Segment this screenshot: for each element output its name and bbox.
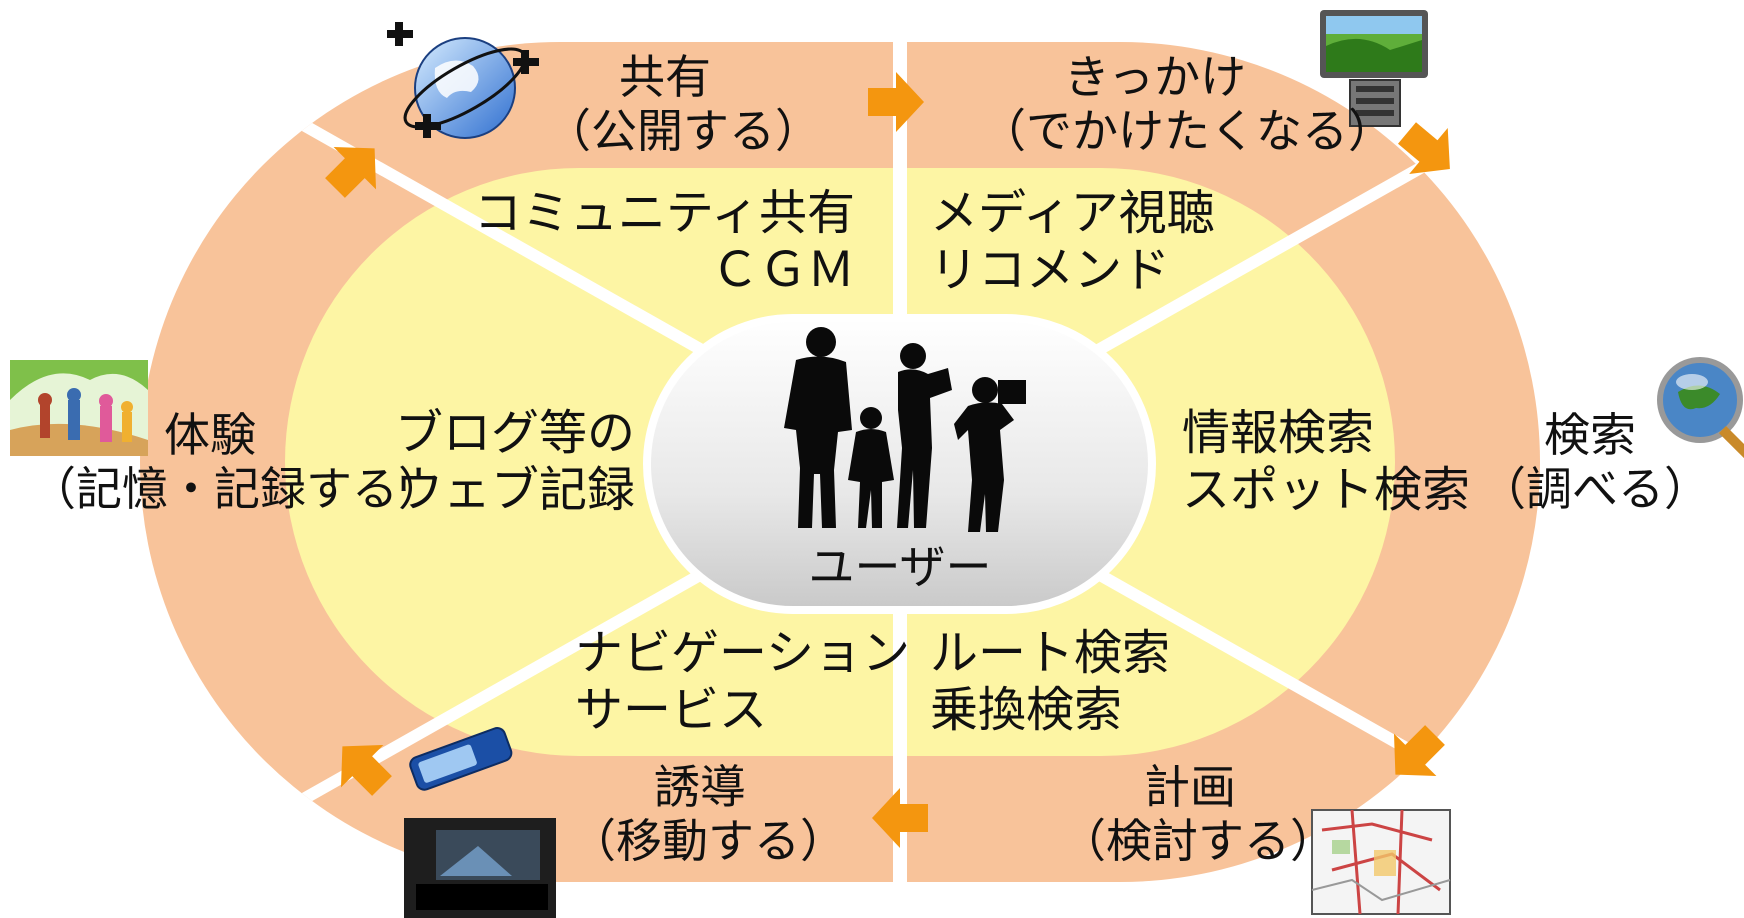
globe-satellite-icon	[387, 22, 539, 139]
travelers-illustration-icon	[10, 360, 148, 456]
service-blog-line2: ウェブ記録	[395, 461, 636, 518]
service-community: コミュニティ共有 ＣＧＭ	[470, 185, 855, 298]
service-info-search-line2: スポット検索	[1182, 461, 1471, 518]
service-media-line2: リコメンド	[930, 241, 1171, 298]
family-silhouette-icon	[784, 327, 1026, 532]
service-community-line2: ＣＧＭ	[710, 241, 855, 298]
tv-monitor-icon	[1320, 10, 1428, 127]
stage-experience: 体験 （記憶・記録する）	[30, 408, 444, 517]
arrow-search-to-plan	[1393, 725, 1445, 777]
arrow-share-to-trigger	[868, 72, 924, 132]
stage-trigger-title: きっかけ	[1063, 50, 1247, 104]
map-icon	[1311, 809, 1451, 915]
phone-navigation-icon	[404, 727, 556, 918]
service-community-line1: コミュニティ共有	[473, 185, 855, 241]
stage-guide-title: 誘導	[654, 760, 746, 814]
service-navigation-line1: ナビゲーション	[575, 625, 911, 681]
stage-search: 検索 （調べる）	[1480, 408, 1710, 517]
arrow-guide-to-experience	[340, 744, 392, 796]
arrow-trigger-to-search	[1398, 122, 1450, 174]
service-blog-line1: ブログ等の	[395, 405, 636, 461]
stage-trigger: きっかけ （でかけたくなる）	[980, 50, 1394, 159]
flow-arrows	[325, 72, 1450, 848]
service-route-search-line2: 乗換検索	[930, 681, 1123, 738]
arrow-experience-to-share	[325, 146, 377, 198]
service-navigation: ナビゲーション サービス	[575, 625, 911, 738]
stage-trigger-sub: （でかけたくなる）	[980, 104, 1394, 159]
stage-search-sub: （調べる）	[1480, 462, 1710, 517]
service-media-line1: メディア視聴	[930, 185, 1215, 241]
stage-share-sub: （公開する）	[545, 104, 821, 159]
stage-experience-title: 体験	[164, 408, 256, 462]
stage-search-title: 検索	[1544, 408, 1636, 462]
stage-share-title: 共有	[619, 50, 711, 104]
service-media: メディア視聴 リコメンド	[930, 185, 1290, 298]
stage-plan-sub: （検討する）	[1060, 814, 1336, 869]
service-route-search: ルート検索 乗換検索	[930, 625, 1230, 738]
service-info-search: 情報検索 スポット検索	[1182, 405, 1482, 518]
stage-plan: 計画 （検討する）	[1060, 760, 1336, 869]
arrow-plan-to-guide	[872, 788, 928, 848]
stage-share: 共有 （公開する）	[545, 50, 821, 159]
service-info-search-line1: 情報検索	[1182, 405, 1375, 461]
magnifier-globe-icon	[1657, 357, 1744, 460]
stage-plan-title: 計画	[1144, 760, 1236, 814]
service-blog: ブログ等の ウェブ記録	[395, 405, 655, 518]
stage-guide-sub: （移動する）	[570, 814, 846, 869]
service-route-search-line1: ルート検索	[930, 625, 1171, 681]
stage-experience-sub: （記憶・記録する）	[30, 462, 444, 517]
stage-guide: 誘導 （移動する）	[570, 760, 846, 869]
center-user-label: ユーザー	[808, 540, 992, 594]
service-navigation-line2: サービス	[575, 681, 768, 738]
